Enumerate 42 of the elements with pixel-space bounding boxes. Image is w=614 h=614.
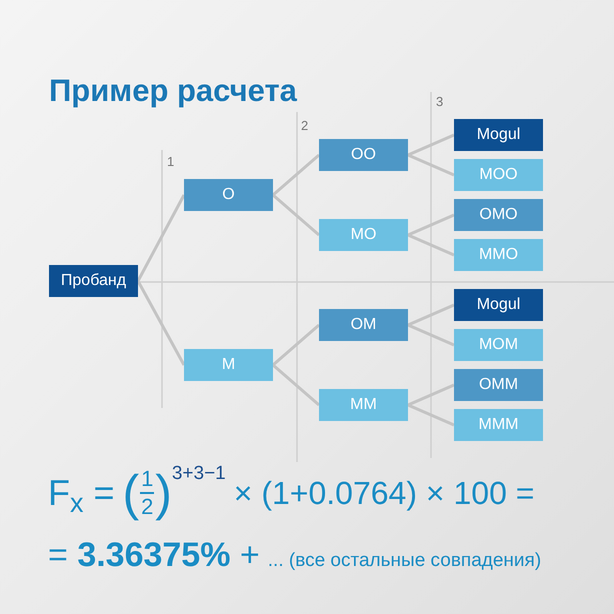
connector-line: [407, 324, 455, 346]
connector-line: [407, 304, 455, 326]
connector-line: [272, 364, 320, 406]
pedigree-box: МММ: [454, 409, 543, 441]
pedigree-box: М: [184, 349, 273, 381]
pedigree-box: МО: [319, 219, 408, 251]
formula-result: = 3.36375% +: [48, 535, 260, 576]
level-number: 3: [436, 93, 444, 111]
pedigree-box: ОМ: [319, 309, 408, 341]
parenthesis: (: [122, 468, 140, 518]
level-number: 2: [301, 117, 308, 135]
connector-line: [407, 214, 455, 236]
pedigree-box: ММ: [319, 389, 408, 421]
fraction-numerator: 1: [141, 468, 154, 490]
formula-text: F$_{x}$ =: [48, 471, 115, 520]
connector-line: [272, 324, 320, 366]
exponent: 3+3−1: [172, 462, 226, 486]
pedigree-box: Пробанд: [49, 265, 138, 297]
pedigree-box: МОО: [454, 159, 543, 191]
pedigree-box: ОММ: [454, 369, 543, 401]
pedigree-box: ОМО: [454, 199, 543, 231]
connector-line: [136, 194, 186, 282]
pedigree-box: МОМ: [454, 329, 543, 361]
title: Пример расчета: [49, 72, 297, 110]
connector-line: [272, 154, 320, 196]
connector-line: [407, 134, 455, 156]
connector-line: [407, 404, 455, 426]
connector-line: [136, 280, 186, 366]
fraction-denominator: 2: [141, 496, 154, 518]
level-number: 1: [167, 153, 174, 171]
pedigree-box: Mogul: [454, 289, 543, 321]
parenthesis: ): [155, 468, 172, 518]
connector-line: [272, 194, 320, 236]
connector-line: [407, 234, 455, 256]
formula-note: ... (все остальные совпадения): [268, 549, 542, 573]
connector-line: [407, 154, 455, 176]
pedigree-box: Mogul: [454, 119, 543, 151]
formula-text: × (1+0.0764) × 100 =: [234, 474, 534, 513]
pedigree-box: ОО: [319, 139, 408, 171]
pedigree-box: ММО: [454, 239, 543, 271]
connector-line: [407, 384, 455, 406]
pedigree-box: О: [184, 179, 273, 211]
